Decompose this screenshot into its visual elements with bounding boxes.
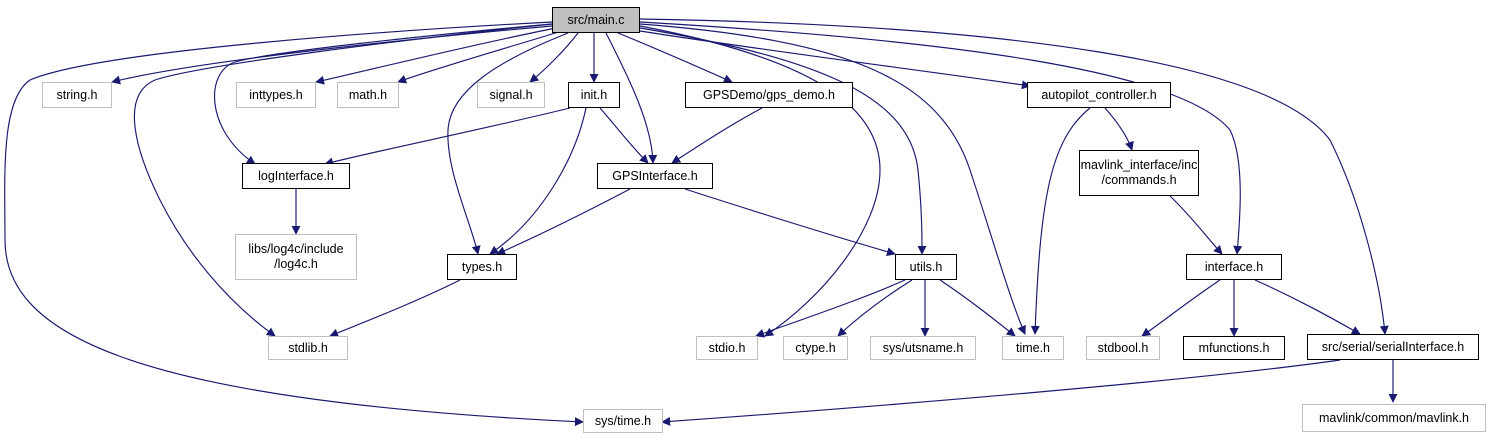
edge-main-string bbox=[111, 25, 553, 85]
edge-serialinterface-systime bbox=[661, 359, 1341, 426]
node-mfunctions-h[interactable]: mfunctions.h bbox=[1183, 336, 1285, 360]
node-init-h[interactable]: init.h bbox=[568, 82, 620, 108]
edge-main-utils bbox=[639, 27, 927, 255]
edge-main-loginterface bbox=[214, 23, 553, 165]
edge-commands-interface bbox=[1169, 195, 1223, 255]
edge-main-systime bbox=[4, 21, 584, 427]
node-mavlink-h: mavlink/common/mavlink.h bbox=[1302, 404, 1486, 432]
node-stdio-h: stdio.h bbox=[696, 336, 758, 360]
edge-utils-time bbox=[939, 279, 1016, 337]
edge-types-stdlib bbox=[329, 279, 461, 338]
edge-init-types bbox=[489, 107, 587, 255]
node-interface-h[interactable]: interface.h bbox=[1186, 254, 1282, 280]
edge-utils-stdio bbox=[755, 279, 906, 338]
edge-gpsdemo-gpsinterface bbox=[671, 107, 763, 164]
node-serialinterface-h[interactable]: src/serial/serialInterface.h bbox=[1307, 334, 1479, 360]
node-signal-h: signal.h bbox=[477, 82, 545, 108]
edge-main-math bbox=[397, 30, 563, 84]
edge-interface-serialinterface bbox=[1254, 279, 1361, 335]
node-utsname-h: sys/utsname.h bbox=[870, 336, 976, 360]
node-types-h[interactable]: types.h bbox=[447, 254, 517, 280]
node-ctype-h: ctype.h bbox=[783, 336, 848, 360]
edge-main-types bbox=[447, 32, 569, 255]
edge-gpsinterface-utils bbox=[684, 188, 896, 257]
edge-main-gpsdemo bbox=[617, 32, 733, 83]
node-autopilot-controller-h[interactable]: autopilot_controller.h bbox=[1027, 82, 1171, 108]
node-time-h: time.h bbox=[1002, 336, 1064, 360]
node-inttypes-h: inttypes.h bbox=[236, 82, 316, 108]
edge-main-gpsinterface bbox=[605, 32, 658, 164]
node-mavlink-commands-h[interactable]: mavlink_interface/inc /commands.h bbox=[1079, 150, 1199, 196]
edge-gpsinterface-types bbox=[496, 188, 631, 255]
edge-main-stdlib bbox=[133, 23, 553, 337]
edge-main-inttypes bbox=[315, 27, 557, 85]
edge-autopilot-time bbox=[1030, 107, 1091, 335]
edge-autopilot-commands bbox=[1104, 107, 1134, 151]
node-stdlib-h: stdlib.h bbox=[268, 336, 348, 360]
edge-main-time bbox=[639, 23, 1026, 335]
node-math-h: math.h bbox=[337, 82, 399, 108]
node-main-c[interactable]: src/main.c bbox=[552, 7, 640, 33]
edge-main-signal bbox=[529, 32, 579, 83]
edge-init-loginterface bbox=[324, 107, 571, 167]
edge-main-interface bbox=[639, 21, 1243, 255]
edge-interface-stdbool bbox=[1141, 279, 1221, 337]
node-loginterface-h[interactable]: logInterface.h bbox=[242, 163, 350, 189]
edge-main-stdio bbox=[639, 25, 881, 337]
node-stdbool-h: stdbool.h bbox=[1086, 336, 1160, 360]
edge-utils-ctype bbox=[837, 279, 913, 337]
node-gpsinterface-h[interactable]: GPSInterface.h bbox=[597, 163, 713, 189]
node-systime-h: sys/time.h bbox=[583, 409, 663, 433]
node-utils-h[interactable]: utils.h bbox=[895, 254, 957, 280]
edge-init-gpsinterface bbox=[599, 107, 649, 164]
node-log4c-h: libs/log4c/include /log4c.h bbox=[235, 234, 357, 280]
edge-main-serialinterface bbox=[639, 18, 1389, 335]
node-gpsdemo-h[interactable]: GPSDemo/gps_demo.h bbox=[685, 82, 853, 108]
edge-main-autopilot bbox=[639, 30, 1031, 90]
node-string-h: string.h bbox=[42, 82, 112, 108]
